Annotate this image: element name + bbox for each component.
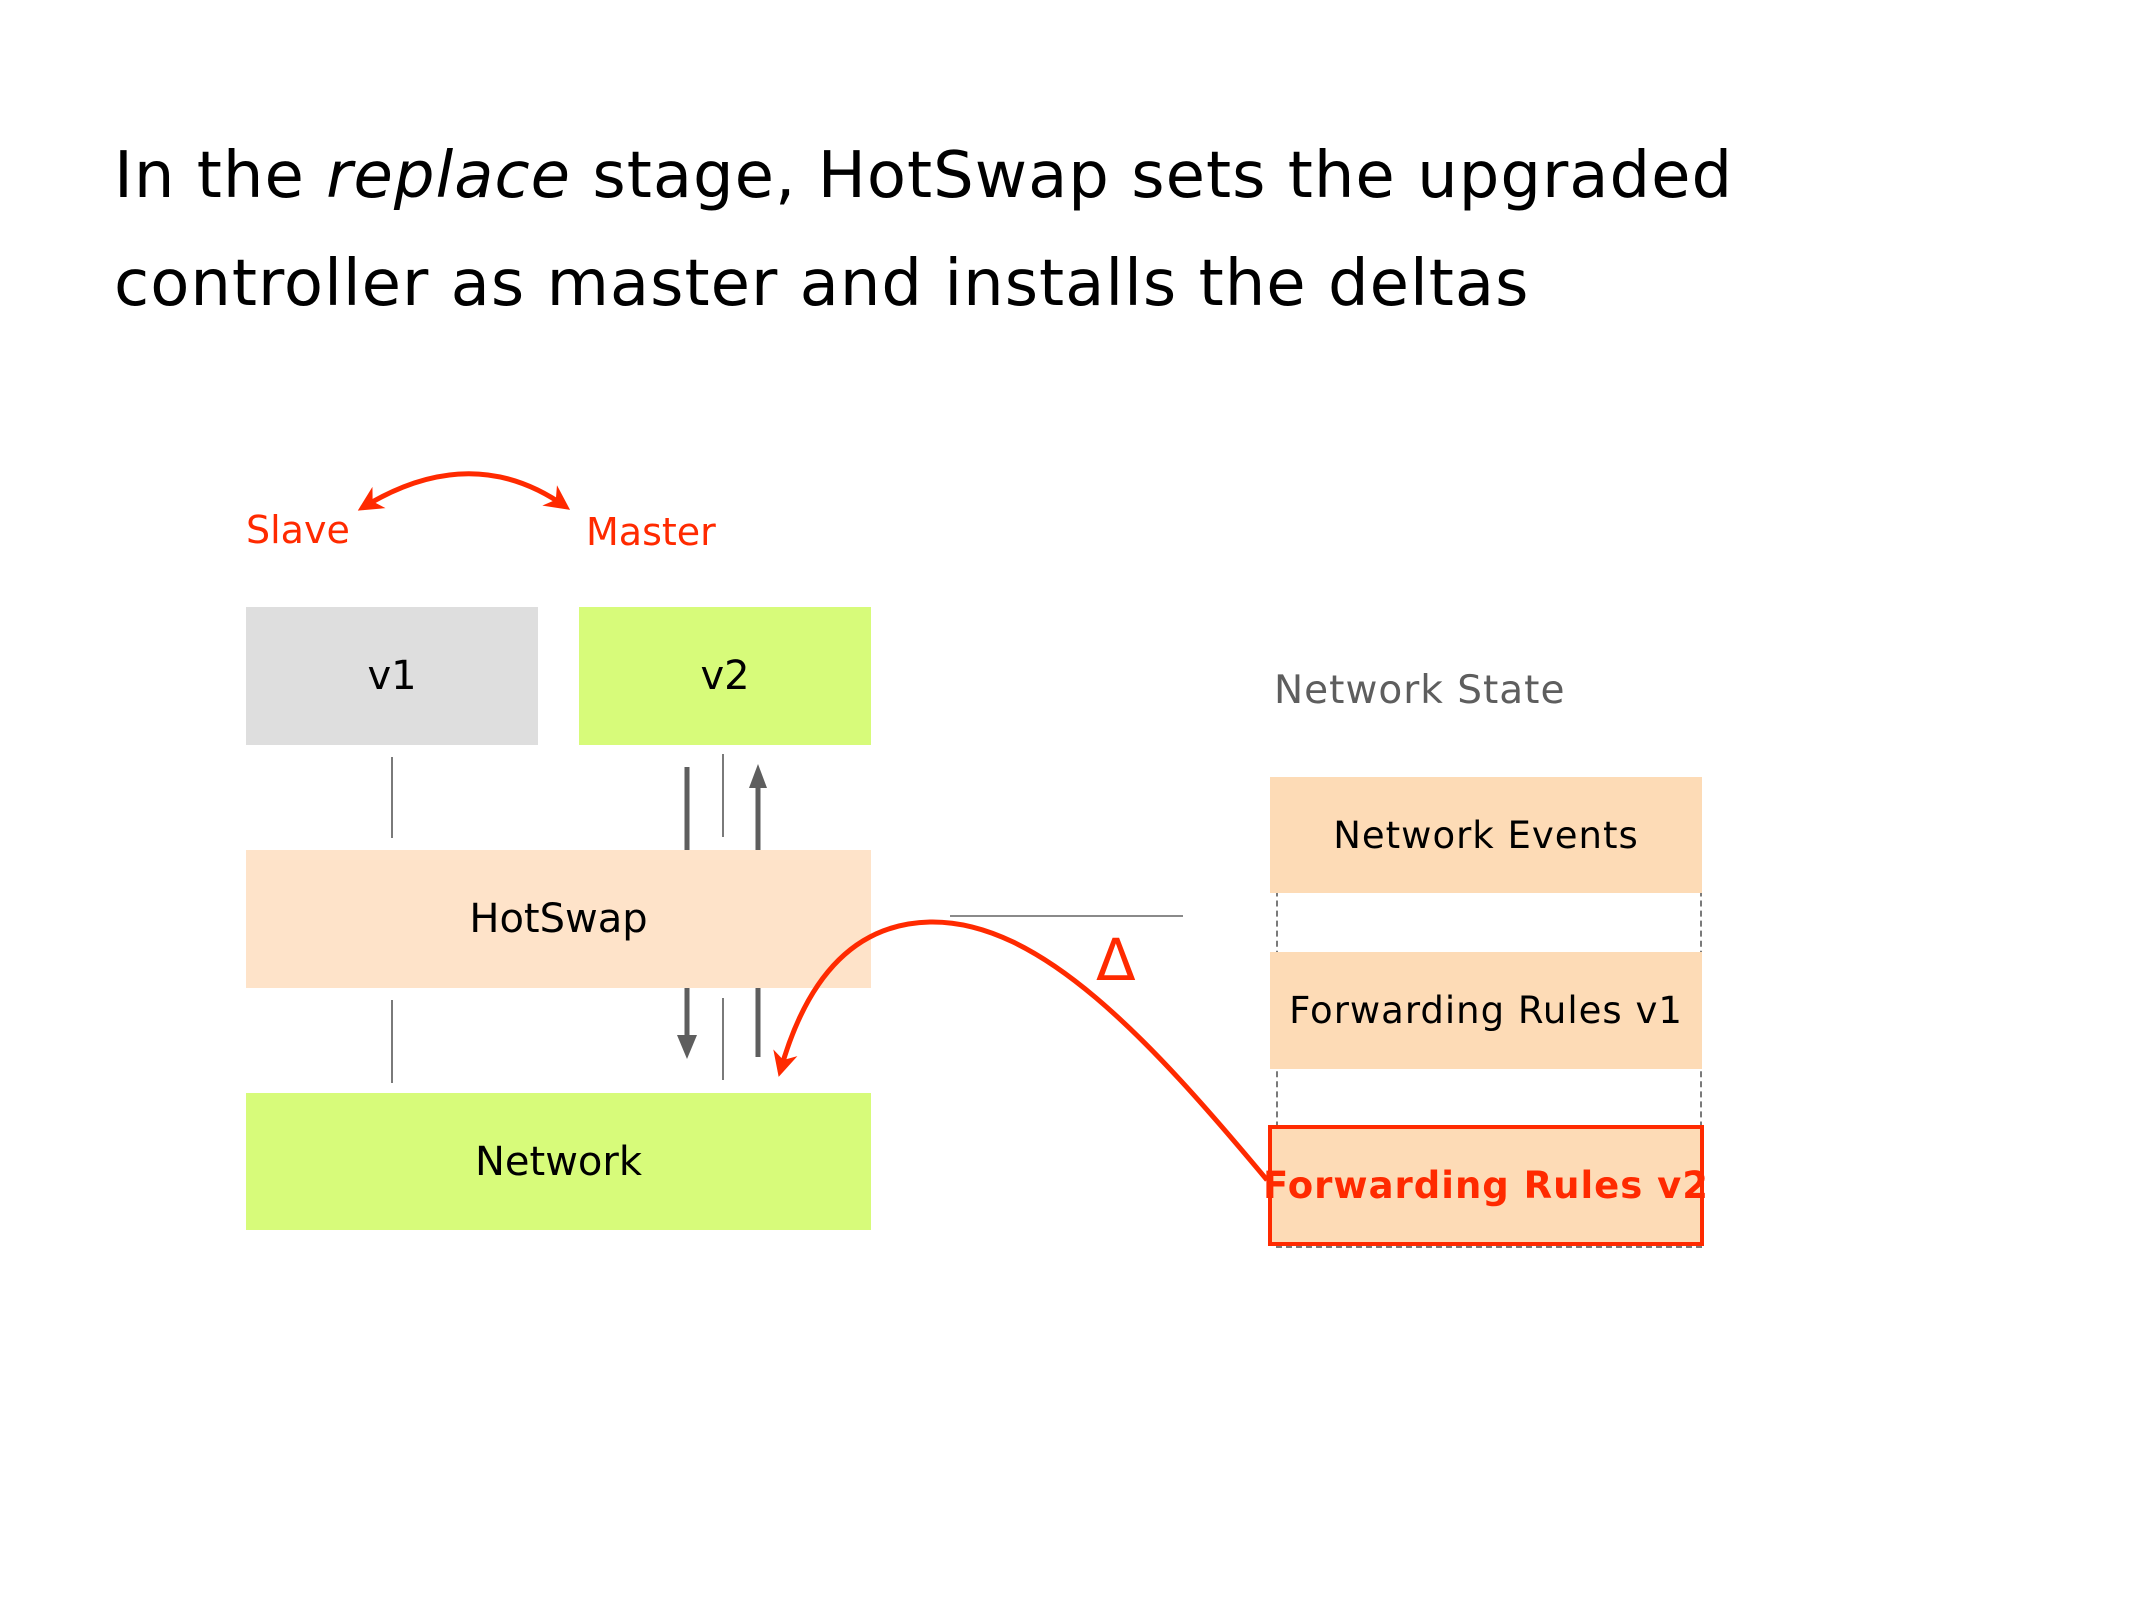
delta-symbol: Δ [1096, 926, 1136, 994]
controller-v1-label: v1 [367, 653, 417, 699]
state-item-forwarding-rules-v1: Forwarding Rules v1 [1270, 952, 1702, 1069]
title-emphasis: replace [326, 139, 572, 213]
network-label: Network [474, 1138, 642, 1185]
controller-v2-label: v2 [700, 653, 750, 699]
network-state-title: Network State [1274, 668, 1566, 713]
controller-v1-box: v1 [246, 607, 538, 745]
state-item-network-events: Network Events [1270, 777, 1702, 893]
state-item-label: Forwarding Rules v2 [1262, 1164, 1710, 1207]
network-box: Network [246, 1093, 871, 1230]
hotswap-label: HotSwap [469, 896, 648, 942]
role-swap-arrow [357, 471, 571, 511]
slide-title: In the replace stage, HotSwap sets the u… [114, 122, 2014, 338]
slave-label: Slave [246, 508, 350, 552]
controller-v2-box: v2 [579, 607, 871, 745]
title-line2: controller as master and installs the de… [114, 247, 1530, 321]
title-prefix: In the [114, 139, 327, 213]
state-item-label: Network Events [1333, 813, 1639, 857]
hotswap-to-network-arrow-head [677, 1035, 697, 1059]
state-item-label: Forwarding Rules v1 [1289, 989, 1683, 1032]
title-line1-rest: stage, HotSwap sets the upgraded [571, 139, 1734, 213]
hotswap-to-v2-arrow-head [749, 764, 767, 788]
state-item-forwarding-rules-v2: Forwarding Rules v2 [1263, 1125, 1708, 1246]
hotswap-box: HotSwap [246, 850, 871, 988]
master-label: Master [586, 510, 716, 554]
